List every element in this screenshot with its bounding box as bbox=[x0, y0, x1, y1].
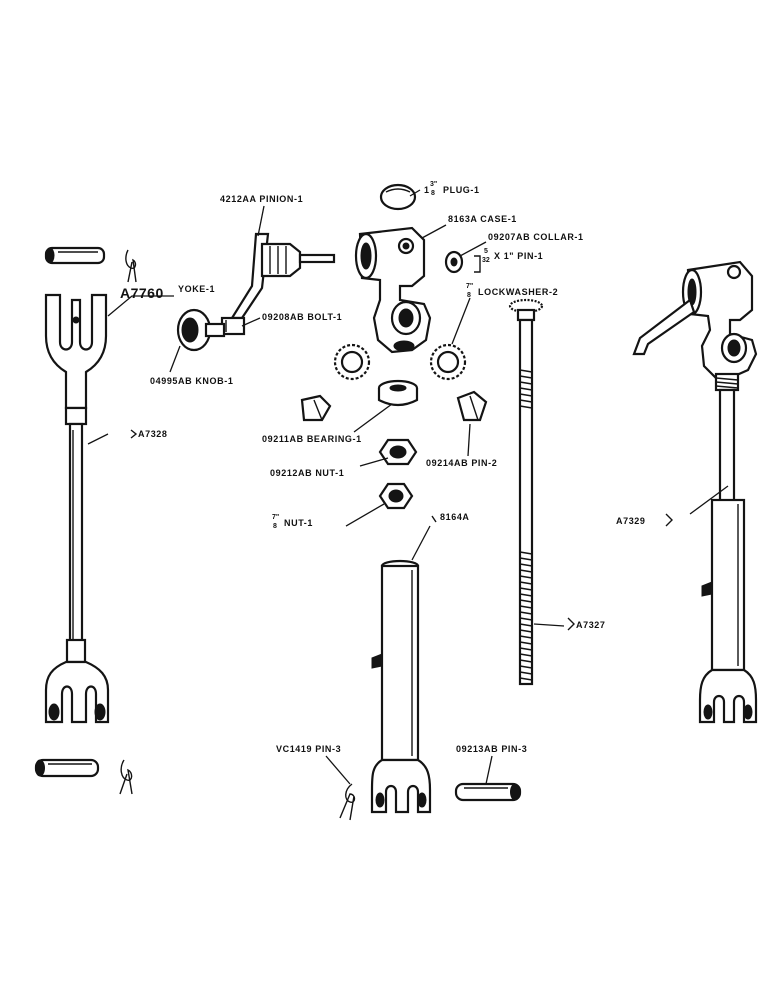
lockwasher-right bbox=[429, 343, 467, 381]
svg-text:7": 7" bbox=[272, 514, 279, 521]
svg-text:PLUG-1: PLUG-1 bbox=[443, 185, 480, 195]
label-knob: 04995AB KNOB-1 bbox=[150, 376, 233, 386]
case-8163a bbox=[354, 226, 432, 354]
cotter-pin-vc1419 bbox=[339, 783, 356, 821]
label-vc1419: VC1419 PIN-3 bbox=[276, 744, 341, 754]
flag-8164a bbox=[431, 515, 437, 523]
label-case: 8163A CASE-1 bbox=[448, 214, 517, 224]
svg-text:NUT-1: NUT-1 bbox=[284, 518, 313, 528]
bolt-09208ab bbox=[220, 316, 246, 336]
top-cotter-pin bbox=[125, 249, 137, 283]
lockwasher-left bbox=[333, 343, 371, 381]
label-pin-1: 5 32 X 1" PIN-1 bbox=[482, 248, 543, 264]
bottom-clevis-pin bbox=[34, 758, 100, 778]
flag-a7328 bbox=[130, 429, 138, 439]
label-collar: 09207AB COLLAR-1 bbox=[488, 232, 584, 242]
tube-8164a bbox=[370, 559, 432, 814]
bottom-cotter-pin bbox=[119, 759, 133, 795]
svg-text:1: 1 bbox=[424, 185, 430, 195]
assembly-a7329 bbox=[632, 260, 758, 724]
label-a7760: A7760 bbox=[120, 285, 164, 301]
label-nut-1: 09212AB NUT-1 bbox=[270, 468, 344, 478]
plug-1-3-8 bbox=[379, 183, 417, 211]
threaded-rod-a7327 bbox=[508, 298, 544, 686]
svg-text:8: 8 bbox=[431, 190, 435, 197]
nut-7-8 bbox=[378, 482, 414, 510]
label-nut-7-8: 7" 8 NUT-1 bbox=[272, 514, 313, 530]
label-a7327: A7327 bbox=[576, 620, 606, 630]
svg-text:LOCKWASHER-2: LOCKWASHER-2 bbox=[478, 287, 558, 297]
label-a7328: A7328 bbox=[138, 429, 168, 439]
collar-09207ab bbox=[444, 250, 464, 274]
label-8164a: 8164A bbox=[440, 512, 470, 522]
nut-09212ab bbox=[378, 438, 418, 466]
label-a7329: A7329 bbox=[616, 516, 646, 526]
knob-04995ab bbox=[176, 308, 226, 352]
label-pin-2: 09214AB PIN-2 bbox=[426, 458, 497, 468]
label-pinion: 4212AA PINION-1 bbox=[220, 194, 303, 204]
pin-2-left bbox=[300, 394, 332, 422]
bearing-09211ab bbox=[377, 379, 419, 407]
svg-text:8: 8 bbox=[467, 292, 471, 299]
leader-lines bbox=[87, 189, 729, 785]
label-bolt: 09208AB BOLT-1 bbox=[262, 312, 342, 322]
label-plug: 1 3" 8 PLUG-1 bbox=[424, 181, 480, 197]
pin-09213ab bbox=[454, 782, 522, 802]
label-lockwasher: 7" 8 LOCKWASHER-2 bbox=[466, 283, 558, 299]
svg-text:5: 5 bbox=[484, 248, 488, 255]
top-clevis-pin bbox=[44, 246, 106, 265]
svg-text:X 1" PIN-1: X 1" PIN-1 bbox=[494, 251, 543, 261]
svg-text:8: 8 bbox=[273, 523, 277, 530]
yoke-rod-a7328 bbox=[44, 293, 110, 724]
flag-a7329 bbox=[665, 513, 673, 527]
pin-5-32 bbox=[474, 255, 481, 273]
flag-a7327 bbox=[567, 617, 575, 631]
label-yoke: YOKE-1 bbox=[178, 284, 215, 294]
label-09213ab: 09213AB PIN-3 bbox=[456, 744, 527, 754]
svg-text:32: 32 bbox=[482, 257, 490, 264]
svg-text:7": 7" bbox=[466, 283, 473, 290]
label-bearing: 09211AB BEARING-1 bbox=[262, 434, 362, 444]
pinion-4212aa bbox=[230, 232, 336, 320]
svg-text:3": 3" bbox=[430, 181, 437, 188]
pin-2-right bbox=[456, 390, 488, 422]
